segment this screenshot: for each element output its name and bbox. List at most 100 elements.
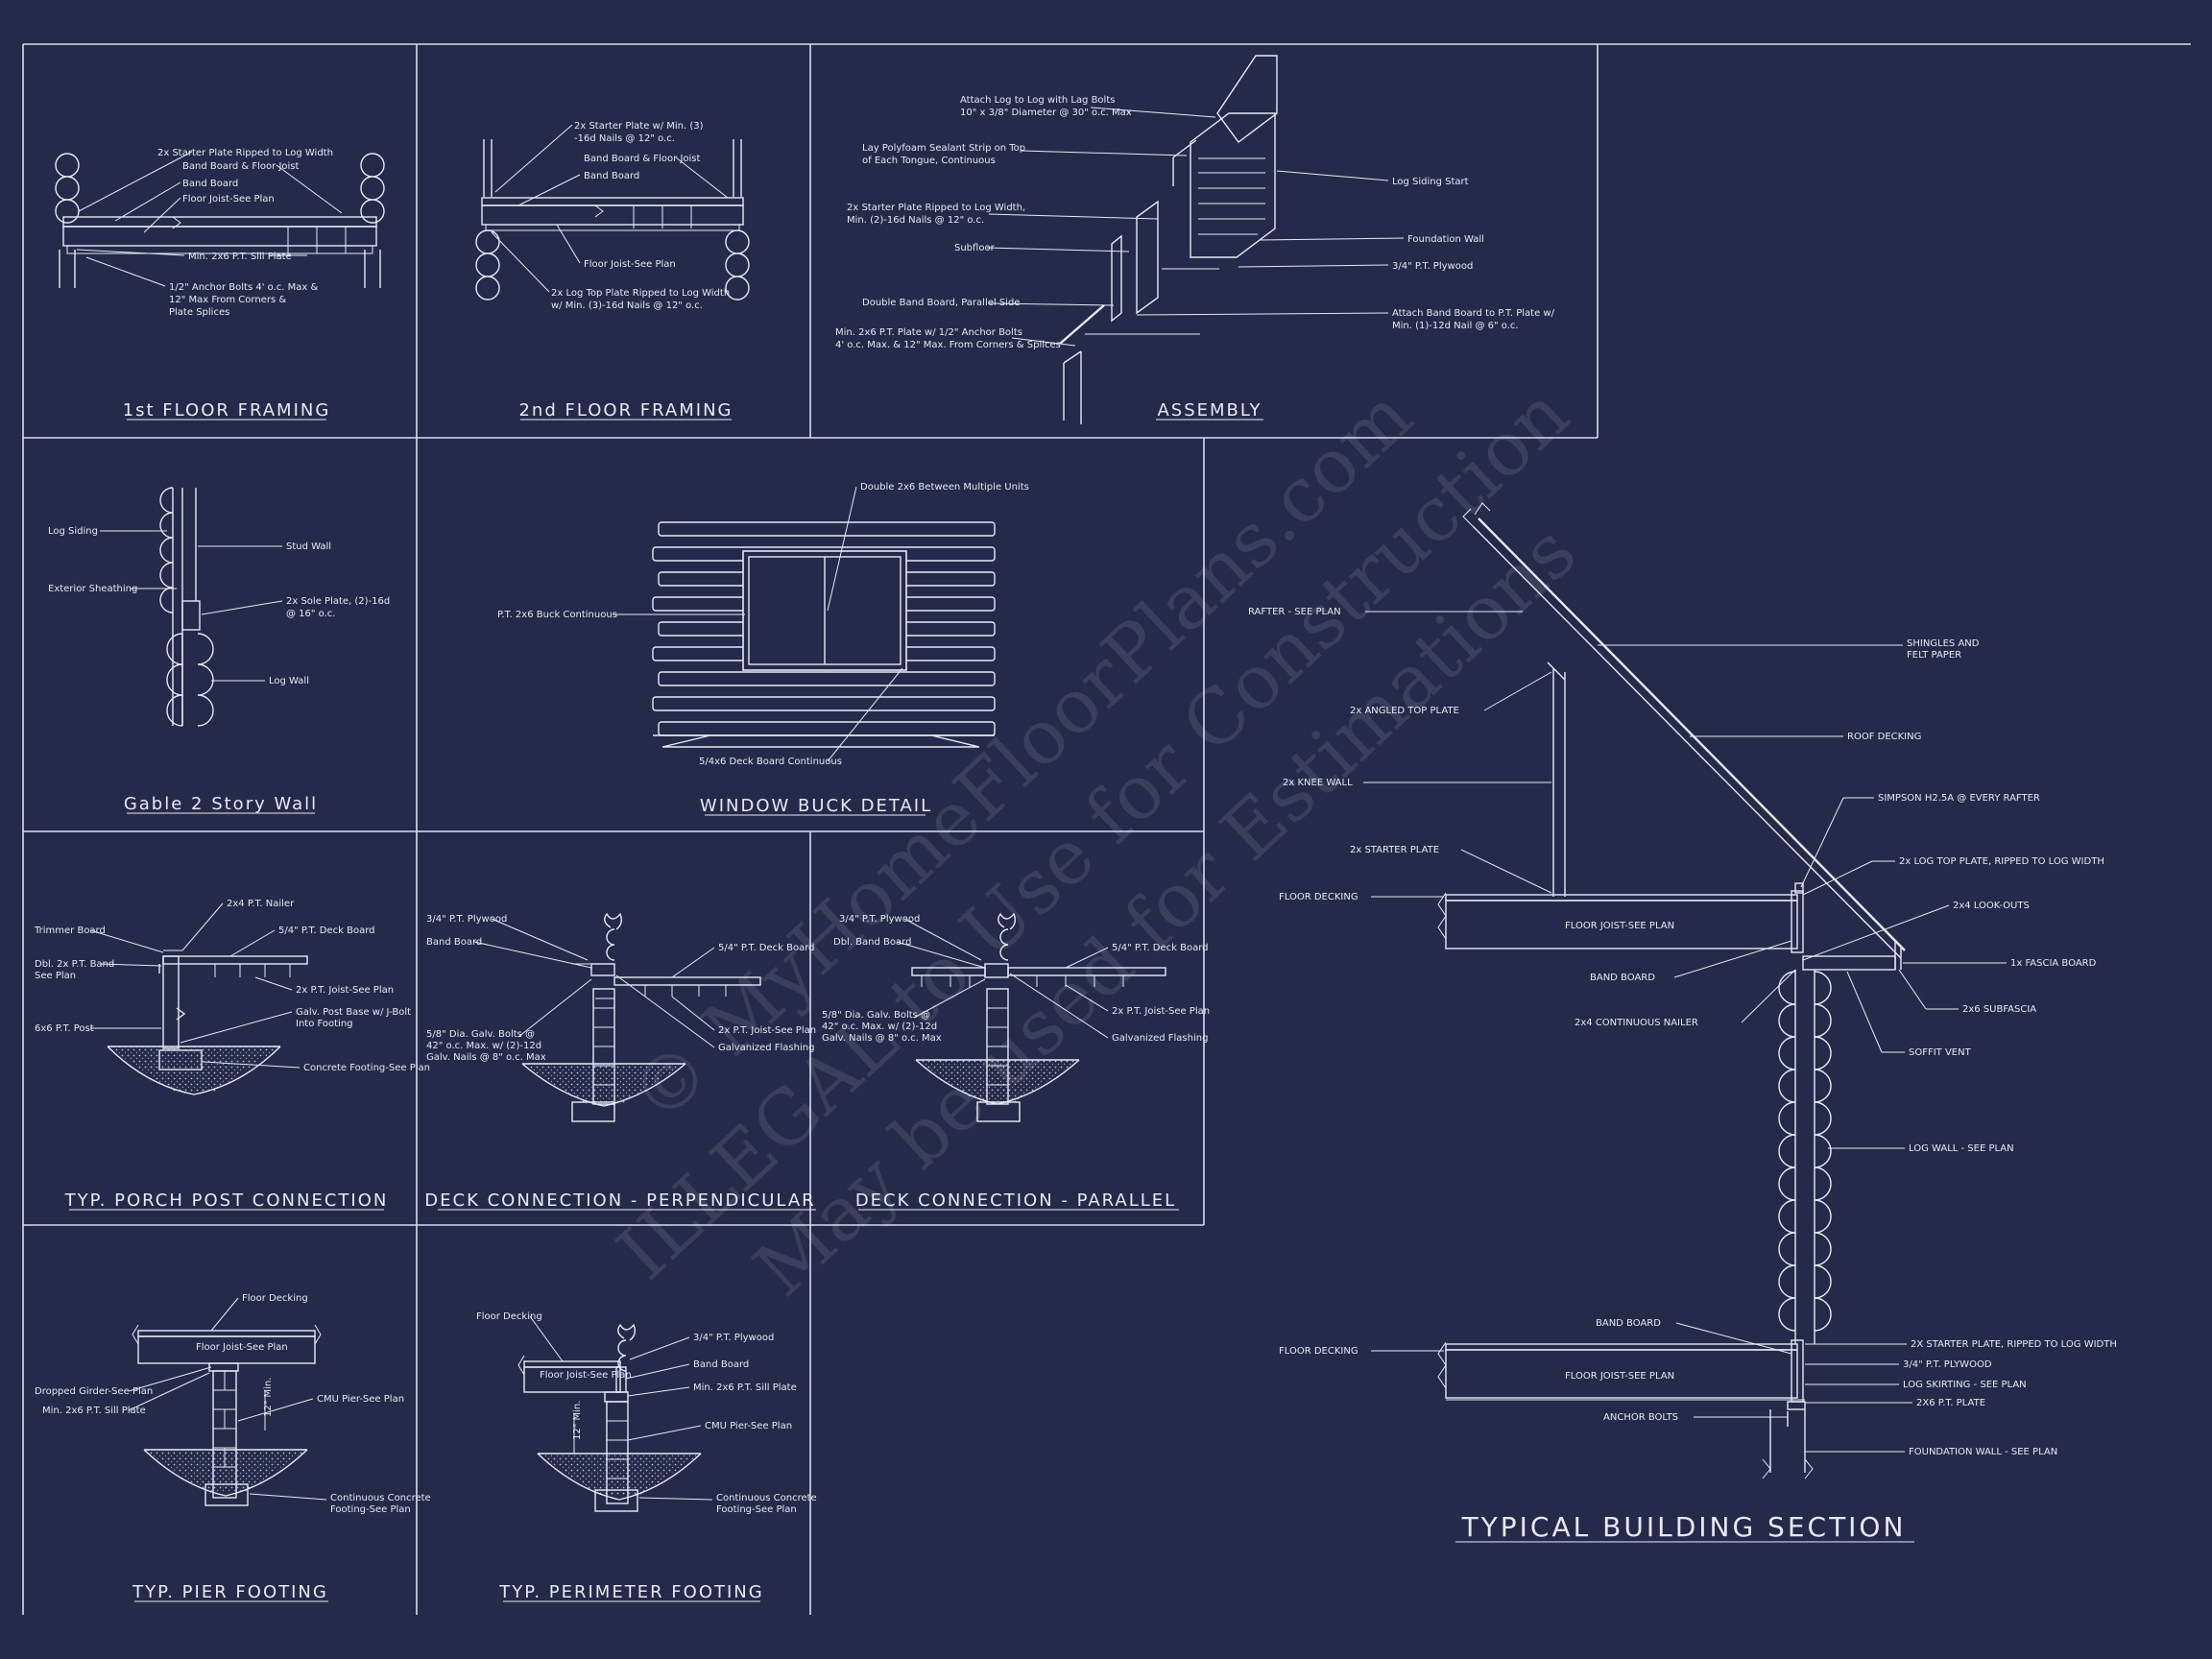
label: Dbl. 2x P.T. Band — [35, 959, 114, 970]
label: Double 2x6 Between Multiple Units — [860, 482, 1029, 493]
label: 2x4 P.T. Nailer — [227, 899, 295, 909]
label: LOG SKIRTING - SEE PLAN — [1903, 1380, 2027, 1390]
label: Band Board — [182, 179, 238, 189]
panel-grid — [22, 43, 2191, 1615]
label: 6x6 P.T. Post — [35, 1023, 94, 1034]
label: 5/4" P.T. Deck Board — [718, 943, 815, 953]
label: 2x P.T. Joist-See Plan — [296, 985, 394, 996]
log-stack-iso — [1172, 55, 1278, 258]
label: RAFTER - SEE PLAN — [1248, 607, 1341, 617]
label: Floor Joist-See Plan — [540, 1370, 632, 1381]
label: 2x Log Top Plate Ripped to Log Width — [551, 288, 730, 299]
label: 2x Starter Plate w/ Min. (3) — [574, 121, 704, 132]
label: -16d Nails @ 12" o.c. — [574, 133, 675, 144]
label: FLOOR JOIST-SEE PLAN — [1565, 921, 1674, 931]
label: Floor Joist-See Plan — [584, 259, 676, 270]
label: Min. 2x6 P.T. Sill Plate — [42, 1406, 146, 1416]
log-wall-stack — [1778, 970, 1832, 1344]
label: of Each Tongue, Continuous — [862, 156, 996, 166]
watermark-line-2: ILLEGAL to Use for Construction — [602, 371, 1586, 1296]
label: CMU Pier-See Plan — [317, 1394, 404, 1405]
label: Band Board — [584, 171, 639, 181]
label: Min. 2x6 P.T. Plate w/ 1/2" Anchor Bolts — [835, 327, 1022, 338]
label: 3/4" P.T. PLYWOOD — [1903, 1359, 1992, 1370]
label: Trimmer Board — [34, 926, 106, 936]
panel-title: TYP. PIER FOOTING — [132, 1582, 328, 1602]
label: Stud Wall — [286, 541, 331, 552]
label: SHINGLES AND — [1907, 638, 1980, 649]
label: FLOOR JOIST-SEE PLAN — [1565, 1371, 1674, 1382]
label: ANCHOR BOLTS — [1603, 1412, 1678, 1423]
label: Dropped Girder-See Plan — [35, 1386, 153, 1397]
panel-deck-perpendicular: 3/4" P.T. Plywood Band Board 5/4" P.T. D… — [424, 912, 816, 1211]
label: Log Siding Start — [1392, 177, 1469, 187]
panel-window-buck: Double 2x6 Between Multiple Units P.T. 2… — [497, 482, 1029, 816]
label: Log Siding — [48, 526, 98, 537]
label: 2X STARTER PLATE, RIPPED TO LOG WIDTH — [1911, 1339, 2117, 1350]
label: Band Board & Floor Joist — [584, 154, 701, 164]
panel-gable-wall: Log Siding Exterior Sheathing Stud Wall … — [48, 487, 390, 814]
label: 12" Min. — [263, 1378, 274, 1417]
label: Continuous Concrete — [330, 1493, 431, 1503]
label: Plate Splices — [169, 307, 229, 318]
log-stack-right — [360, 153, 385, 288]
label: Floor Decking — [242, 1293, 308, 1304]
label: Floor Joist-See Plan — [182, 194, 275, 204]
label: 2x P.T. Joist-See Plan — [718, 1025, 816, 1036]
label: Band Board — [693, 1359, 749, 1370]
label: Foundation Wall — [1407, 234, 1484, 245]
label: @ 16" o.c. — [286, 609, 335, 619]
label: 2x4 LOOK-OUTS — [1953, 901, 2030, 911]
label: 5/4" P.T. Deck Board — [1112, 943, 1209, 953]
label: Lay Polyfoam Sealant Strip on Top — [862, 143, 1025, 154]
label: 5/4" P.T. Deck Board — [278, 926, 375, 936]
label: Band Board — [426, 937, 482, 948]
label: SIMPSON H2.5A @ EVERY RAFTER — [1878, 793, 2040, 804]
label: Galv. Nails @ 8" o.c. Max — [426, 1052, 546, 1063]
label: Min. (1)-12d Nail @ 6" o.c. — [1392, 321, 1519, 331]
label: 10" x 3/8" Diameter @ 30" o.c. Max — [960, 108, 1132, 118]
panel-title: 1st FLOOR FRAMING — [123, 400, 331, 421]
label: 12" Max From Corners & — [169, 295, 286, 305]
panel-title: TYP. PORCH POST CONNECTION — [64, 1190, 389, 1211]
label: Footing-See Plan — [716, 1504, 797, 1515]
label: Band Board & Floor Joist — [182, 161, 300, 172]
label: 42" o.c. Max. w/ (2)-12d — [426, 1041, 541, 1051]
label: Galv. Post Base w/ J-Bolt — [296, 1007, 411, 1018]
label: 2x6 SUBFASCIA — [1962, 1004, 2036, 1015]
label: LOG WALL - SEE PLAN — [1909, 1143, 2014, 1154]
panel-title: TYPICAL BUILDING SECTION — [1461, 1511, 1907, 1543]
label: 4' o.c. Max. & 12" Max. From Corners & S… — [835, 340, 1061, 350]
panel-title: TYP. PERIMETER FOOTING — [498, 1582, 763, 1602]
label: See Plan — [35, 971, 76, 981]
label: Concrete Footing-See Plan — [303, 1063, 430, 1073]
panel-title: ASSEMBLY — [1157, 400, 1262, 421]
label: BAND BOARD — [1596, 1318, 1661, 1329]
label: Min. 2x6 P.T. Sill Plate — [693, 1382, 797, 1393]
label: 3/4" P.T. Plywood — [1392, 261, 1473, 272]
label: Galvanized Flashing — [718, 1043, 814, 1053]
label: Subfloor — [954, 243, 996, 253]
label: Min. 2x6 P.T. Sill Plate — [188, 252, 292, 262]
panel-1st-floor-framing: 2x Starter Plate Ripped to Log Width Ban… — [55, 148, 385, 421]
panel-porch-post: 2x4 P.T. Nailer Trimmer Board 5/4" P.T. … — [34, 899, 430, 1211]
label: 2x Sole Plate, (2)-16d — [286, 596, 390, 607]
panel-title: DECK CONNECTION - PERPENDICULAR — [424, 1190, 815, 1211]
label: 2x ANGLED TOP PLATE — [1350, 706, 1459, 716]
panel-assembly: Attach Log to Log with Lag Bolts 10" x 3… — [835, 55, 1555, 424]
label: Exterior Sheathing — [48, 584, 137, 594]
label: 5/8" Dia. Galv. Bolts @ — [822, 1010, 930, 1021]
panel-2nd-floor-framing: 2x Starter Plate w/ Min. (3) -16d Nails … — [475, 121, 750, 421]
label: 2x LOG TOP PLATE, RIPPED TO LOG WIDTH — [1899, 856, 2104, 867]
label: 1/2" Anchor Bolts 4' o.c. Max & — [169, 282, 318, 293]
watermark: © MyHomeFloorPlans.com ILLEGAL to Use fo… — [602, 371, 1593, 1313]
label: Floor Decking — [476, 1311, 542, 1322]
label: 2x Starter Plate Ripped to Log Width, — [847, 203, 1025, 213]
label: 1x FASCIA BOARD — [2010, 958, 2097, 969]
label: Attach Log to Log with Lag Bolts — [960, 95, 1115, 106]
label: Galv. Nails @ 8" o.c. Max — [822, 1033, 942, 1044]
label: Galvanized Flashing — [1112, 1033, 1208, 1044]
label: Double Band Board, Parallel Side — [862, 298, 1020, 308]
label: SOFFIT VENT — [1909, 1047, 1972, 1058]
